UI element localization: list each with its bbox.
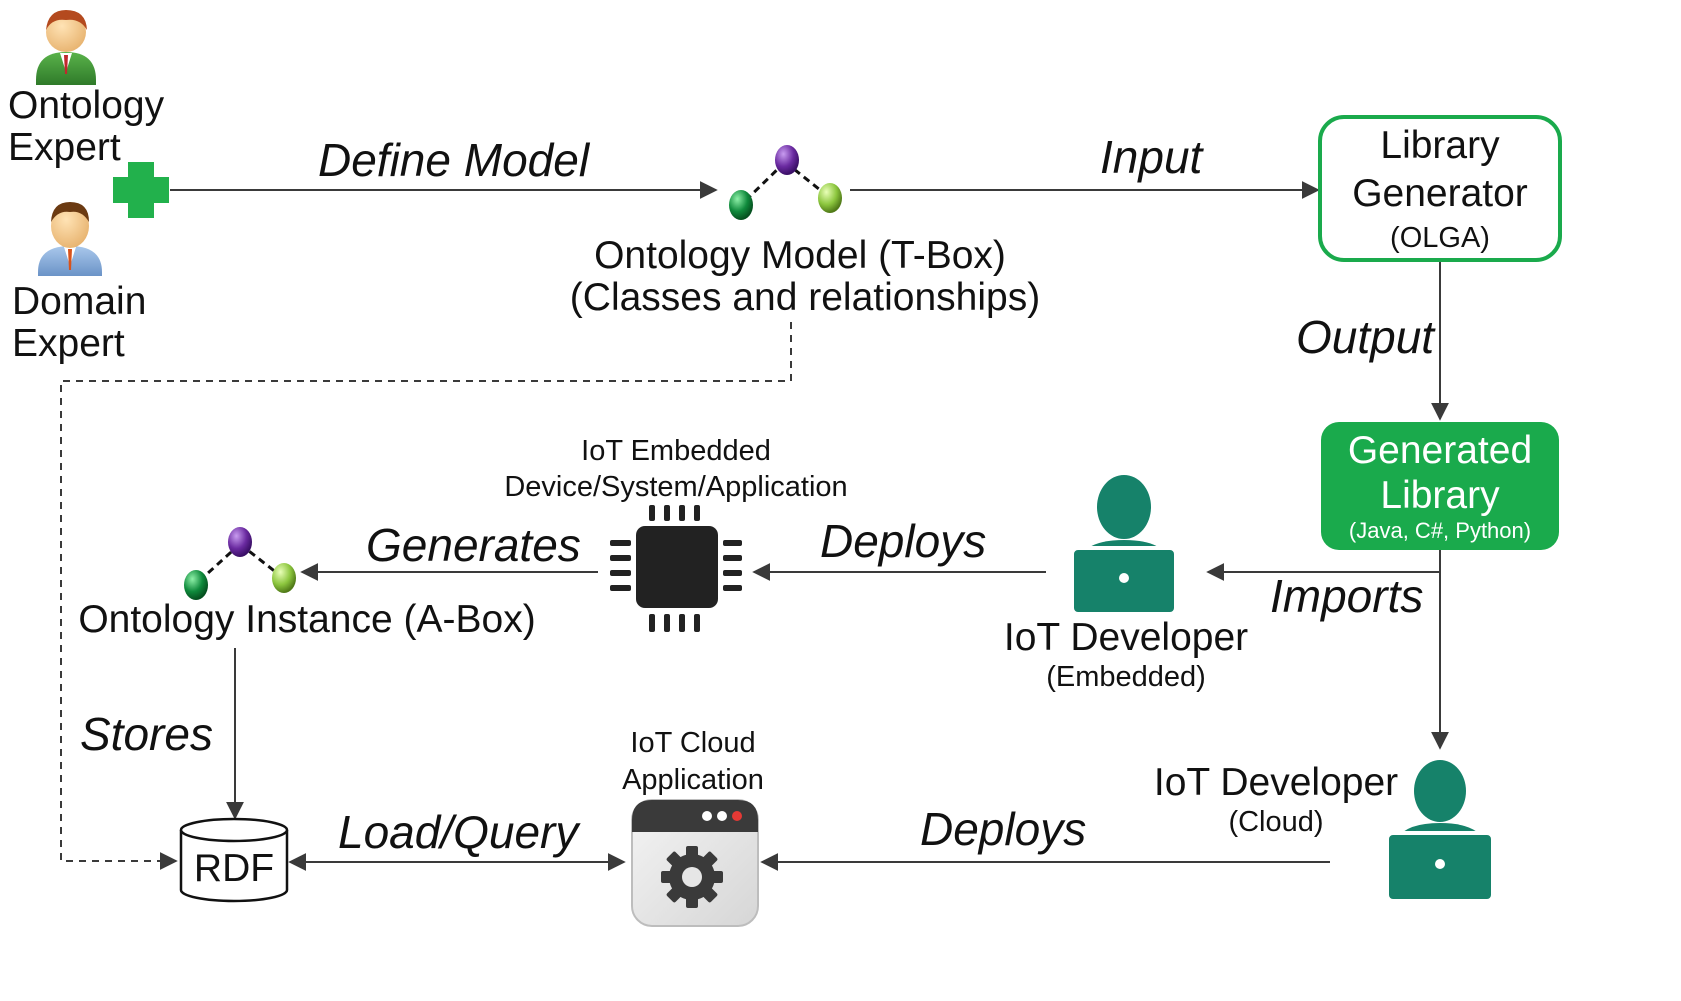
domain-expert-person-icon [38, 202, 102, 276]
ontology-expert-label-line1: Ontology [8, 84, 165, 127]
library-generator-label-line2: Generator [1352, 172, 1528, 215]
ontology-expert-person-icon [36, 10, 96, 85]
ontology-model-label-line1: Ontology Model (T-Box) [594, 234, 1006, 277]
imports-embedded-arrow [1206, 550, 1441, 581]
ontology-expert-label-line2: Expert [8, 126, 121, 169]
generated-library-label-line1: Generated [1348, 429, 1532, 472]
iot-developer-cloud-icon [1385, 760, 1495, 903]
cloud-app-window-icon [631, 799, 759, 927]
imports-label: Imports [1270, 570, 1423, 622]
iot-embedded-label-line2: Device/System/Application [504, 471, 847, 503]
iot-developer-cloud-label-line1: IoT Developer [1154, 761, 1398, 804]
load-query-label: Load/Query [338, 806, 581, 858]
green-node-icon [729, 190, 753, 220]
deploys-cloud-label: Deploys [920, 803, 1086, 855]
plus-icon [113, 162, 169, 218]
input-label: Input [1100, 131, 1205, 183]
iot-embedded-label-line1: IoT Embedded [581, 435, 771, 467]
lime-node-icon [272, 563, 296, 593]
ontology-instance-label: Ontology Instance (A-Box) [78, 598, 535, 641]
ontology-model-label-line2: (Classes and relationships) [570, 276, 1040, 319]
purple-node-icon [228, 527, 252, 557]
deploys-embedded-label: Deploys [820, 515, 986, 567]
generated-library-label-line2: Library [1380, 474, 1500, 517]
ontology-model-graph-icon [729, 145, 842, 220]
generated-library-label-line3: (Java, C#, Python) [1349, 518, 1531, 543]
iot-cloud-label-line2: Application [622, 764, 764, 796]
domain-expert-label-line2: Expert [12, 322, 125, 365]
library-generator-label-line1: Library [1380, 124, 1500, 167]
microchip-icon [610, 505, 742, 632]
green-node-icon [184, 570, 208, 600]
rdf-label: RDF [194, 847, 274, 890]
generated-library-box: Generated Library (Java, C#, Python) [1321, 422, 1559, 550]
stores-label: Stores [80, 708, 213, 760]
lime-node-icon [818, 183, 842, 213]
iot-developer-embedded-label-line2: (Embedded) [1046, 661, 1206, 693]
iot-cloud-label-line1: IoT Cloud [630, 727, 755, 759]
purple-node-icon [775, 145, 799, 175]
iot-developer-embedded-icon [1070, 475, 1178, 616]
tbox-to-rdf-dashed-link [60, 322, 792, 870]
library-generator-label-line3: (OLGA) [1390, 222, 1490, 254]
domain-expert-label-line1: Domain [12, 280, 146, 323]
rdf-database-icon [179, 817, 289, 903]
gear-icon [661, 846, 723, 908]
library-generator-box: Library Generator (OLGA) [1318, 115, 1562, 262]
iot-developer-cloud-label-line2: (Cloud) [1228, 806, 1323, 838]
output-label: Output [1296, 311, 1436, 363]
define-model-label: Define Model [318, 134, 591, 186]
ontology-instance-graph-icon [184, 527, 296, 600]
iot-developer-embedded-label-line1: IoT Developer [1004, 616, 1248, 659]
generates-label: Generates [366, 519, 581, 571]
